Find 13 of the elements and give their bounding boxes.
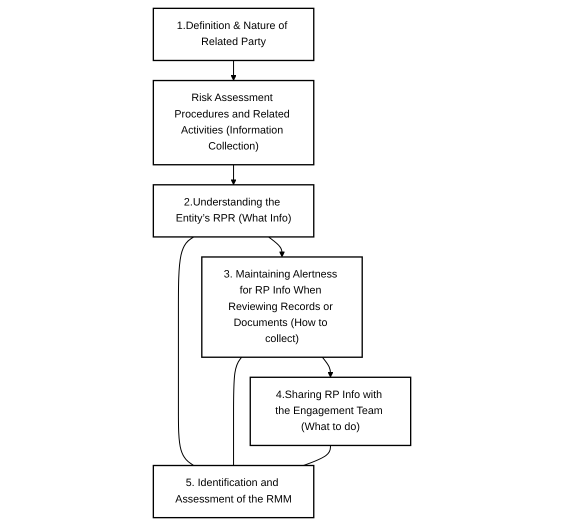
node-box: 3. Maintaining Alertness for RP Info When Reviewing Records or Documents (How to collect) (201, 256, 363, 358)
node-box: 1.Definition & Nature of Related Party (152, 8, 314, 62)
arrow (230, 60, 236, 81)
node-box: 4.Sharing RP Info with the Engagement Team (What to do) (250, 376, 412, 446)
node-box: 2.Understanding the Entity’s RPR (What Info) (152, 184, 314, 238)
arrow (322, 356, 334, 378)
connector (233, 356, 242, 466)
arrow (268, 236, 285, 258)
arrow (230, 164, 236, 186)
connector (178, 236, 194, 466)
node-box: 5. Identification and Assessment of the RMM (152, 464, 314, 518)
connector (303, 445, 331, 466)
node-box: Risk Assessment Procedures and Related Activities (Information Collection) (152, 80, 314, 166)
